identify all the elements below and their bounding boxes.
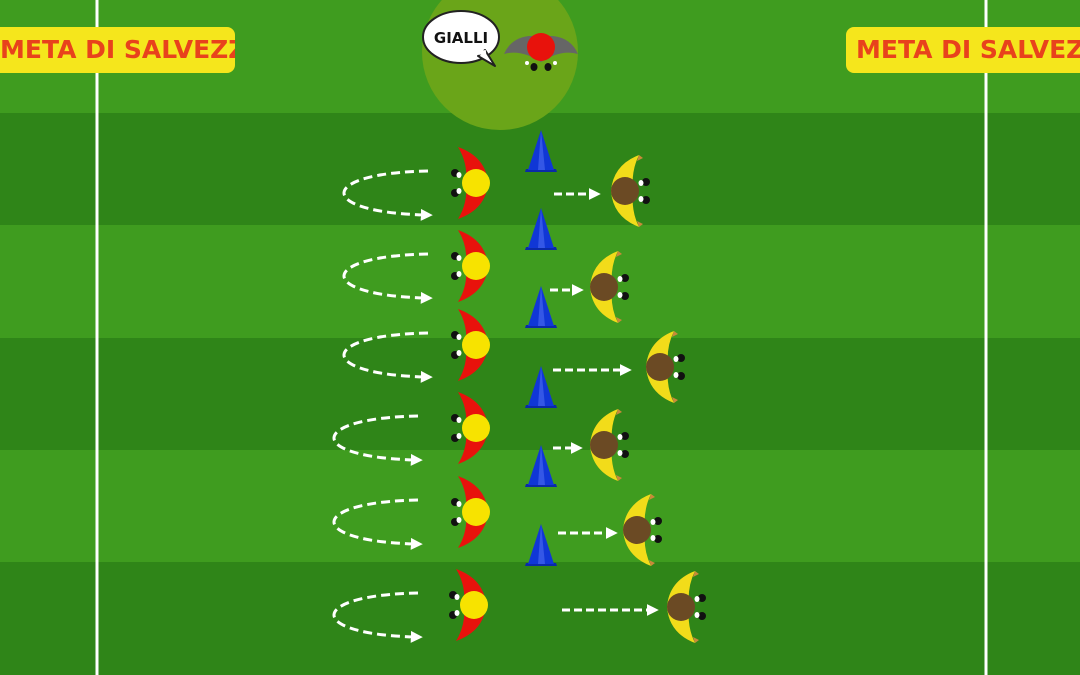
safety-zone-label-left: META DI SALVEZZA [0, 27, 235, 73]
cone-icon [525, 445, 557, 487]
run-loop-arrow [332, 591, 423, 643]
red-player-icon [451, 309, 490, 381]
run-loop-arrow [332, 498, 423, 550]
cone-icon [525, 366, 557, 408]
yellow-player-icon [646, 331, 685, 403]
speech-bubble-text: GIALLI [434, 29, 488, 47]
cone-icon [525, 286, 557, 328]
yellow-player-icon [590, 409, 629, 481]
grass-stripe [0, 562, 1080, 675]
red-player-icon [451, 230, 490, 302]
drill-row [332, 524, 706, 643]
yellow-player-icon [590, 251, 629, 323]
drill-row [332, 366, 629, 481]
red-player-icon [451, 476, 490, 548]
run-loop-arrow [342, 252, 433, 304]
speech-bubble: GIALLI [422, 10, 500, 67]
yellow-player-icon [611, 155, 650, 227]
drill-row [342, 130, 650, 227]
cone-icon [525, 524, 557, 566]
drill-row [332, 445, 662, 566]
cone-icon [525, 208, 557, 250]
cone-icon [525, 130, 557, 172]
yellow-player-icon [667, 571, 706, 643]
red-player-icon [451, 392, 490, 464]
yellow-player-icon [623, 494, 662, 566]
drill-row [342, 208, 629, 323]
red-player-icon [451, 147, 490, 219]
run-loop-arrow [342, 331, 433, 383]
run-loop-arrow [332, 414, 423, 466]
coach-icon [504, 33, 578, 71]
run-loop-arrow [342, 169, 433, 221]
red-player-icon [449, 569, 488, 641]
drill-row [342, 286, 685, 403]
drill-rows [332, 130, 706, 643]
safety-zone-label-right: META DI SALVEZZA [846, 27, 1080, 73]
